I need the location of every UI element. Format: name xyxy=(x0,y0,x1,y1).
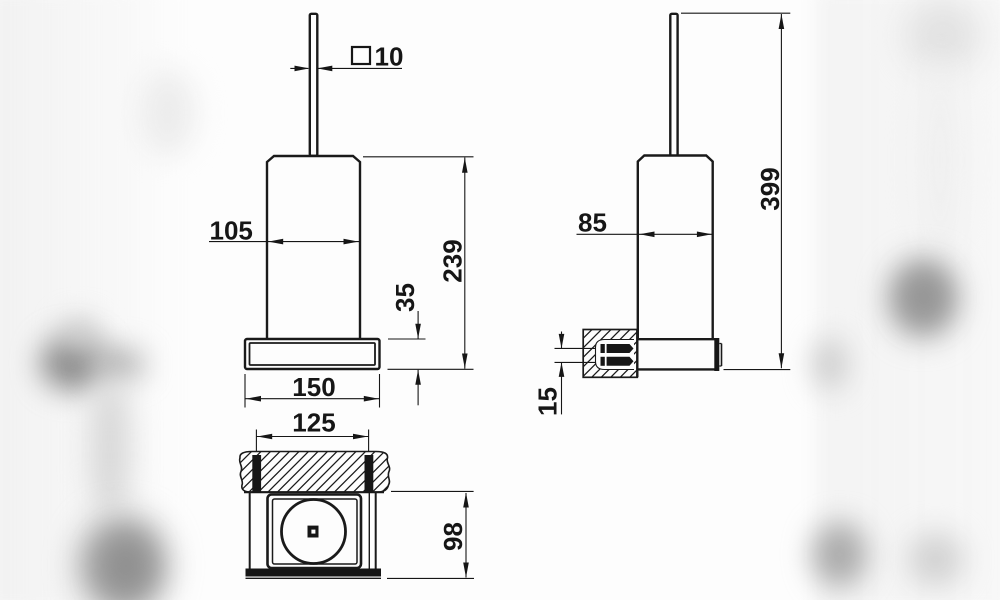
svg-text:35: 35 xyxy=(390,283,420,312)
svg-text:150: 150 xyxy=(292,372,335,402)
svg-text:105: 105 xyxy=(210,216,253,246)
svg-text:15: 15 xyxy=(533,387,563,416)
svg-text:10: 10 xyxy=(375,42,404,72)
svg-text:125: 125 xyxy=(292,408,335,438)
svg-text:98: 98 xyxy=(438,522,468,551)
svg-text:85: 85 xyxy=(578,208,607,238)
svg-text:399: 399 xyxy=(755,167,785,210)
svg-text:239: 239 xyxy=(438,239,468,282)
